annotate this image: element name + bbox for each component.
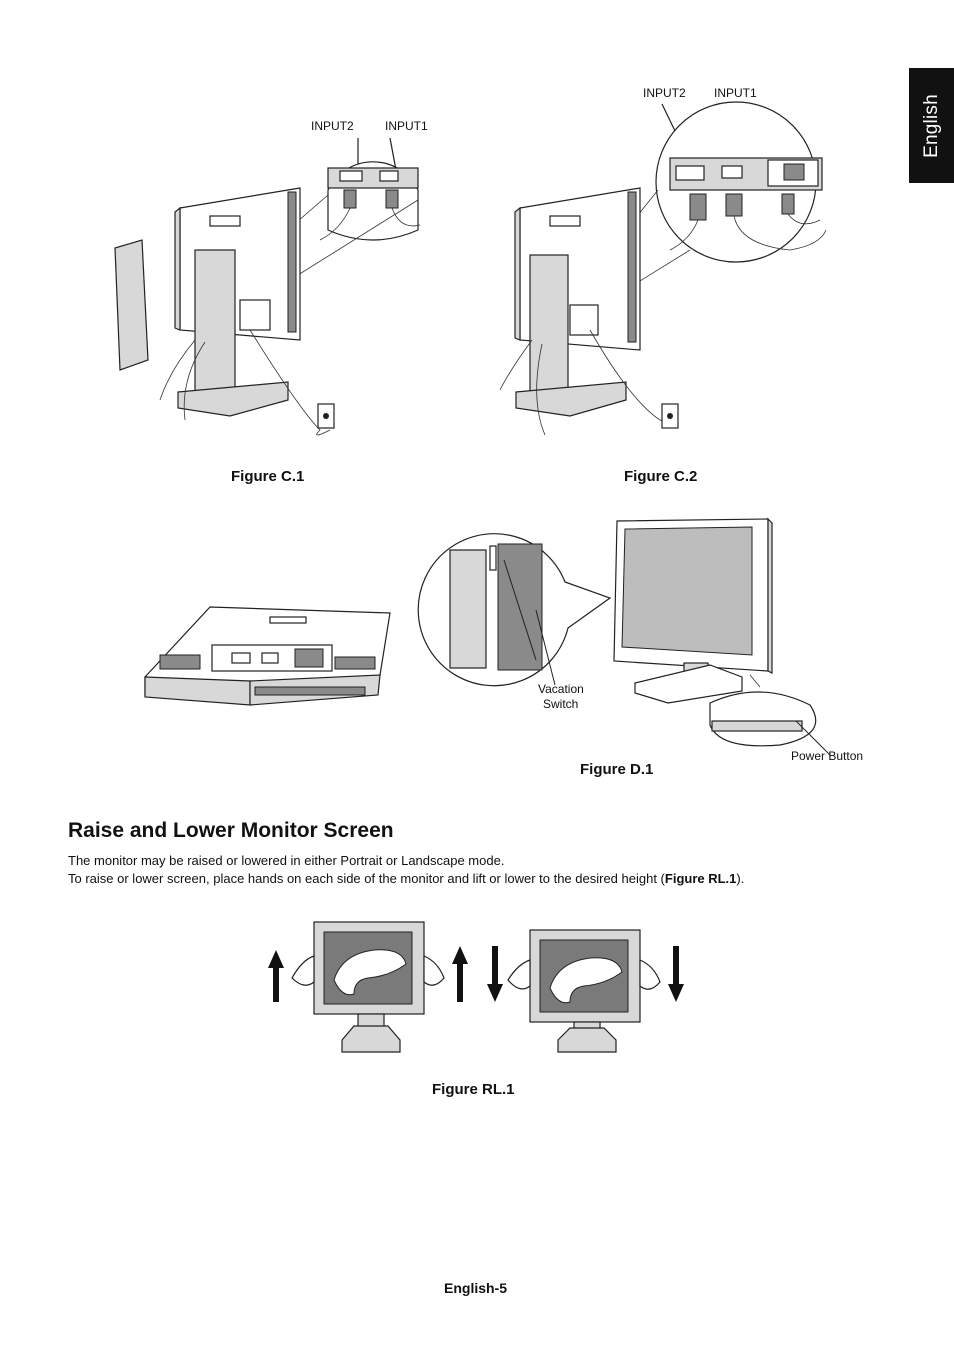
power-button-label: Power Button — [791, 749, 864, 763]
down-arrow-icon — [668, 946, 684, 1002]
fig-c2-input1-label: INPUT1 — [714, 86, 757, 100]
fig-d1-caption: Figure D.1 — [580, 761, 654, 778]
page-number: English-5 — [444, 1280, 508, 1296]
fig-rl1-caption: Figure RL.1 — [432, 1081, 515, 1098]
section-line1: The monitor may be raised or lowered in … — [68, 853, 505, 868]
up-arrow-icon — [268, 950, 284, 1002]
section-body: The monitor may be raised or lowered in … — [68, 852, 888, 888]
fig-c2-caption: Figure C.2 — [624, 468, 698, 485]
language-tab: English — [909, 68, 954, 183]
figure-d1-switch-callout — [417, 533, 612, 687]
figure-d1-front-monitor — [613, 517, 831, 756]
figure-c2-illustration — [499, 101, 827, 436]
figure-c1-illustration — [114, 137, 421, 436]
fig-c1-input1-label: INPUT1 — [385, 119, 428, 133]
language-tab-label: English — [920, 93, 942, 158]
section-heading: Raise and Lower Monitor Screen — [68, 819, 394, 842]
fig-c2-input2-label: INPUT2 — [643, 86, 686, 100]
section-line2-figure-ref: Figure RL.1 — [664, 871, 737, 886]
vacation-switch-label-line2: Switch — [543, 697, 579, 711]
section-line2-before: To raise or lower screen, place hands on… — [68, 871, 665, 886]
vacation-switch-label-line1: Vacation — [538, 682, 584, 696]
up-arrow-icon — [452, 946, 468, 1002]
fig-c1-caption: Figure C.1 — [231, 468, 305, 485]
figure-d1-rear-view — [144, 606, 391, 706]
down-arrow-icon — [487, 946, 503, 1002]
fig-c1-input2-label: INPUT2 — [311, 119, 354, 133]
figure-rl1-illustration — [268, 921, 684, 1053]
section-line2-after: ). — [736, 871, 745, 886]
section-line2: To raise or lower screen, place hands on… — [68, 870, 888, 888]
